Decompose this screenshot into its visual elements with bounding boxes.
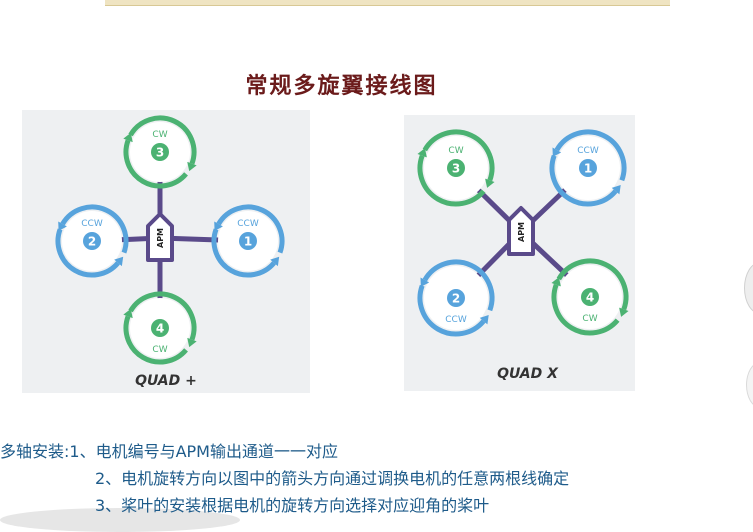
rotation-arc xyxy=(128,115,197,165)
apm-controller: APM xyxy=(146,212,174,262)
rotation-arc xyxy=(417,284,486,337)
rotation-arc xyxy=(55,228,120,278)
note-line-3: 3、桨叶的安装根据电机的旋转方向选择对应迎角的桨叶 xyxy=(95,496,490,515)
rotation-arrow-icon xyxy=(114,256,124,267)
motor-4: 4CW xyxy=(551,258,629,336)
motor-3: 3 CW xyxy=(123,115,197,189)
rotation-arrow-icon xyxy=(123,132,133,143)
motor-hub xyxy=(447,159,465,177)
rotation-arrow-icon xyxy=(417,148,427,158)
motor-number: 3 xyxy=(156,146,164,160)
rotation-arrow-icon xyxy=(485,178,495,188)
rotation-arc xyxy=(556,258,629,311)
rotation-direction-label: CCW xyxy=(577,146,599,156)
apm-label: APM xyxy=(156,228,165,248)
motor-hub xyxy=(239,232,257,250)
motor-number: 4 xyxy=(586,291,594,305)
motor-1: 1 CCW xyxy=(211,204,285,278)
motor-hub xyxy=(447,289,465,307)
rotation-direction-label: CW xyxy=(152,345,167,355)
apm-board xyxy=(146,212,174,262)
rotation-arrow-icon xyxy=(611,185,621,195)
motor-number: 4 xyxy=(156,322,164,336)
rotation-direction-label: CW xyxy=(448,146,463,156)
motor-hub xyxy=(83,232,101,250)
rotation-arrow-icon xyxy=(420,277,430,287)
motor-hub xyxy=(151,319,169,337)
rotation-direction-label: CCW xyxy=(81,219,103,229)
rotation-arc xyxy=(417,154,486,207)
rotation-arc xyxy=(211,228,276,278)
page-title: 常规多旋翼接线图 xyxy=(245,73,438,99)
motor-4: 4CW xyxy=(123,291,197,365)
motor-3: 3 CW xyxy=(417,129,495,207)
rotation-arrow-icon xyxy=(187,337,197,348)
rotation-direction-label: CW xyxy=(582,314,597,324)
note-line-2: 2、电机旋转方向以图中的箭头方向通过调换电机的任意两根线确定 xyxy=(95,469,570,488)
motor-hub xyxy=(581,288,599,306)
motor-number: 1 xyxy=(584,162,592,176)
motor-hub xyxy=(579,159,597,177)
apm-board xyxy=(507,206,535,256)
quad-plus-label: QUAD + xyxy=(135,373,197,389)
note-line-1: 多轴安装:1、电机编号与APM输出通道一一对应 xyxy=(0,442,338,461)
rotation-direction-label: CCW xyxy=(237,219,259,229)
rotation-arc xyxy=(549,154,618,207)
motor-2: 2 CCW xyxy=(55,204,129,278)
apm-controller: APM xyxy=(507,206,535,256)
rotation-arrow-icon xyxy=(619,307,629,317)
rotation-arc xyxy=(60,204,129,254)
rotation-arc xyxy=(123,139,188,189)
rotation-arrow-icon xyxy=(551,277,561,287)
rotation-arrow-icon xyxy=(552,147,562,157)
edge-decoration xyxy=(746,362,753,408)
rotation-arc xyxy=(123,315,188,365)
rotation-arrow-icon xyxy=(214,221,223,231)
rotation-arrow-icon xyxy=(270,256,280,267)
rotation-arrow-icon xyxy=(58,221,67,231)
edge-decoration xyxy=(744,262,753,314)
rotation-arrow-icon xyxy=(123,308,133,319)
rotation-arrow-icon xyxy=(187,161,197,172)
rotation-arc xyxy=(554,129,627,182)
motor-1: 1 CCW xyxy=(549,129,627,207)
rotation-arc xyxy=(422,259,495,312)
motor-number: 2 xyxy=(88,235,96,249)
rotation-arc xyxy=(128,291,197,341)
rotation-arrow-icon xyxy=(479,315,489,325)
motor-number: 3 xyxy=(452,162,460,176)
rotation-direction-label: CW xyxy=(152,130,167,140)
motor-number: 1 xyxy=(244,235,252,249)
rotation-direction-label: CCW xyxy=(445,315,467,325)
motor-number: 2 xyxy=(452,292,460,306)
apm-label: APM xyxy=(517,222,526,242)
rotation-arc xyxy=(551,283,620,336)
quad-x-label: QUAD X xyxy=(497,366,558,382)
motor-hub xyxy=(151,143,169,161)
top-decorative-bar xyxy=(105,0,670,6)
rotation-arc xyxy=(422,129,495,182)
rotation-arc xyxy=(216,204,285,254)
